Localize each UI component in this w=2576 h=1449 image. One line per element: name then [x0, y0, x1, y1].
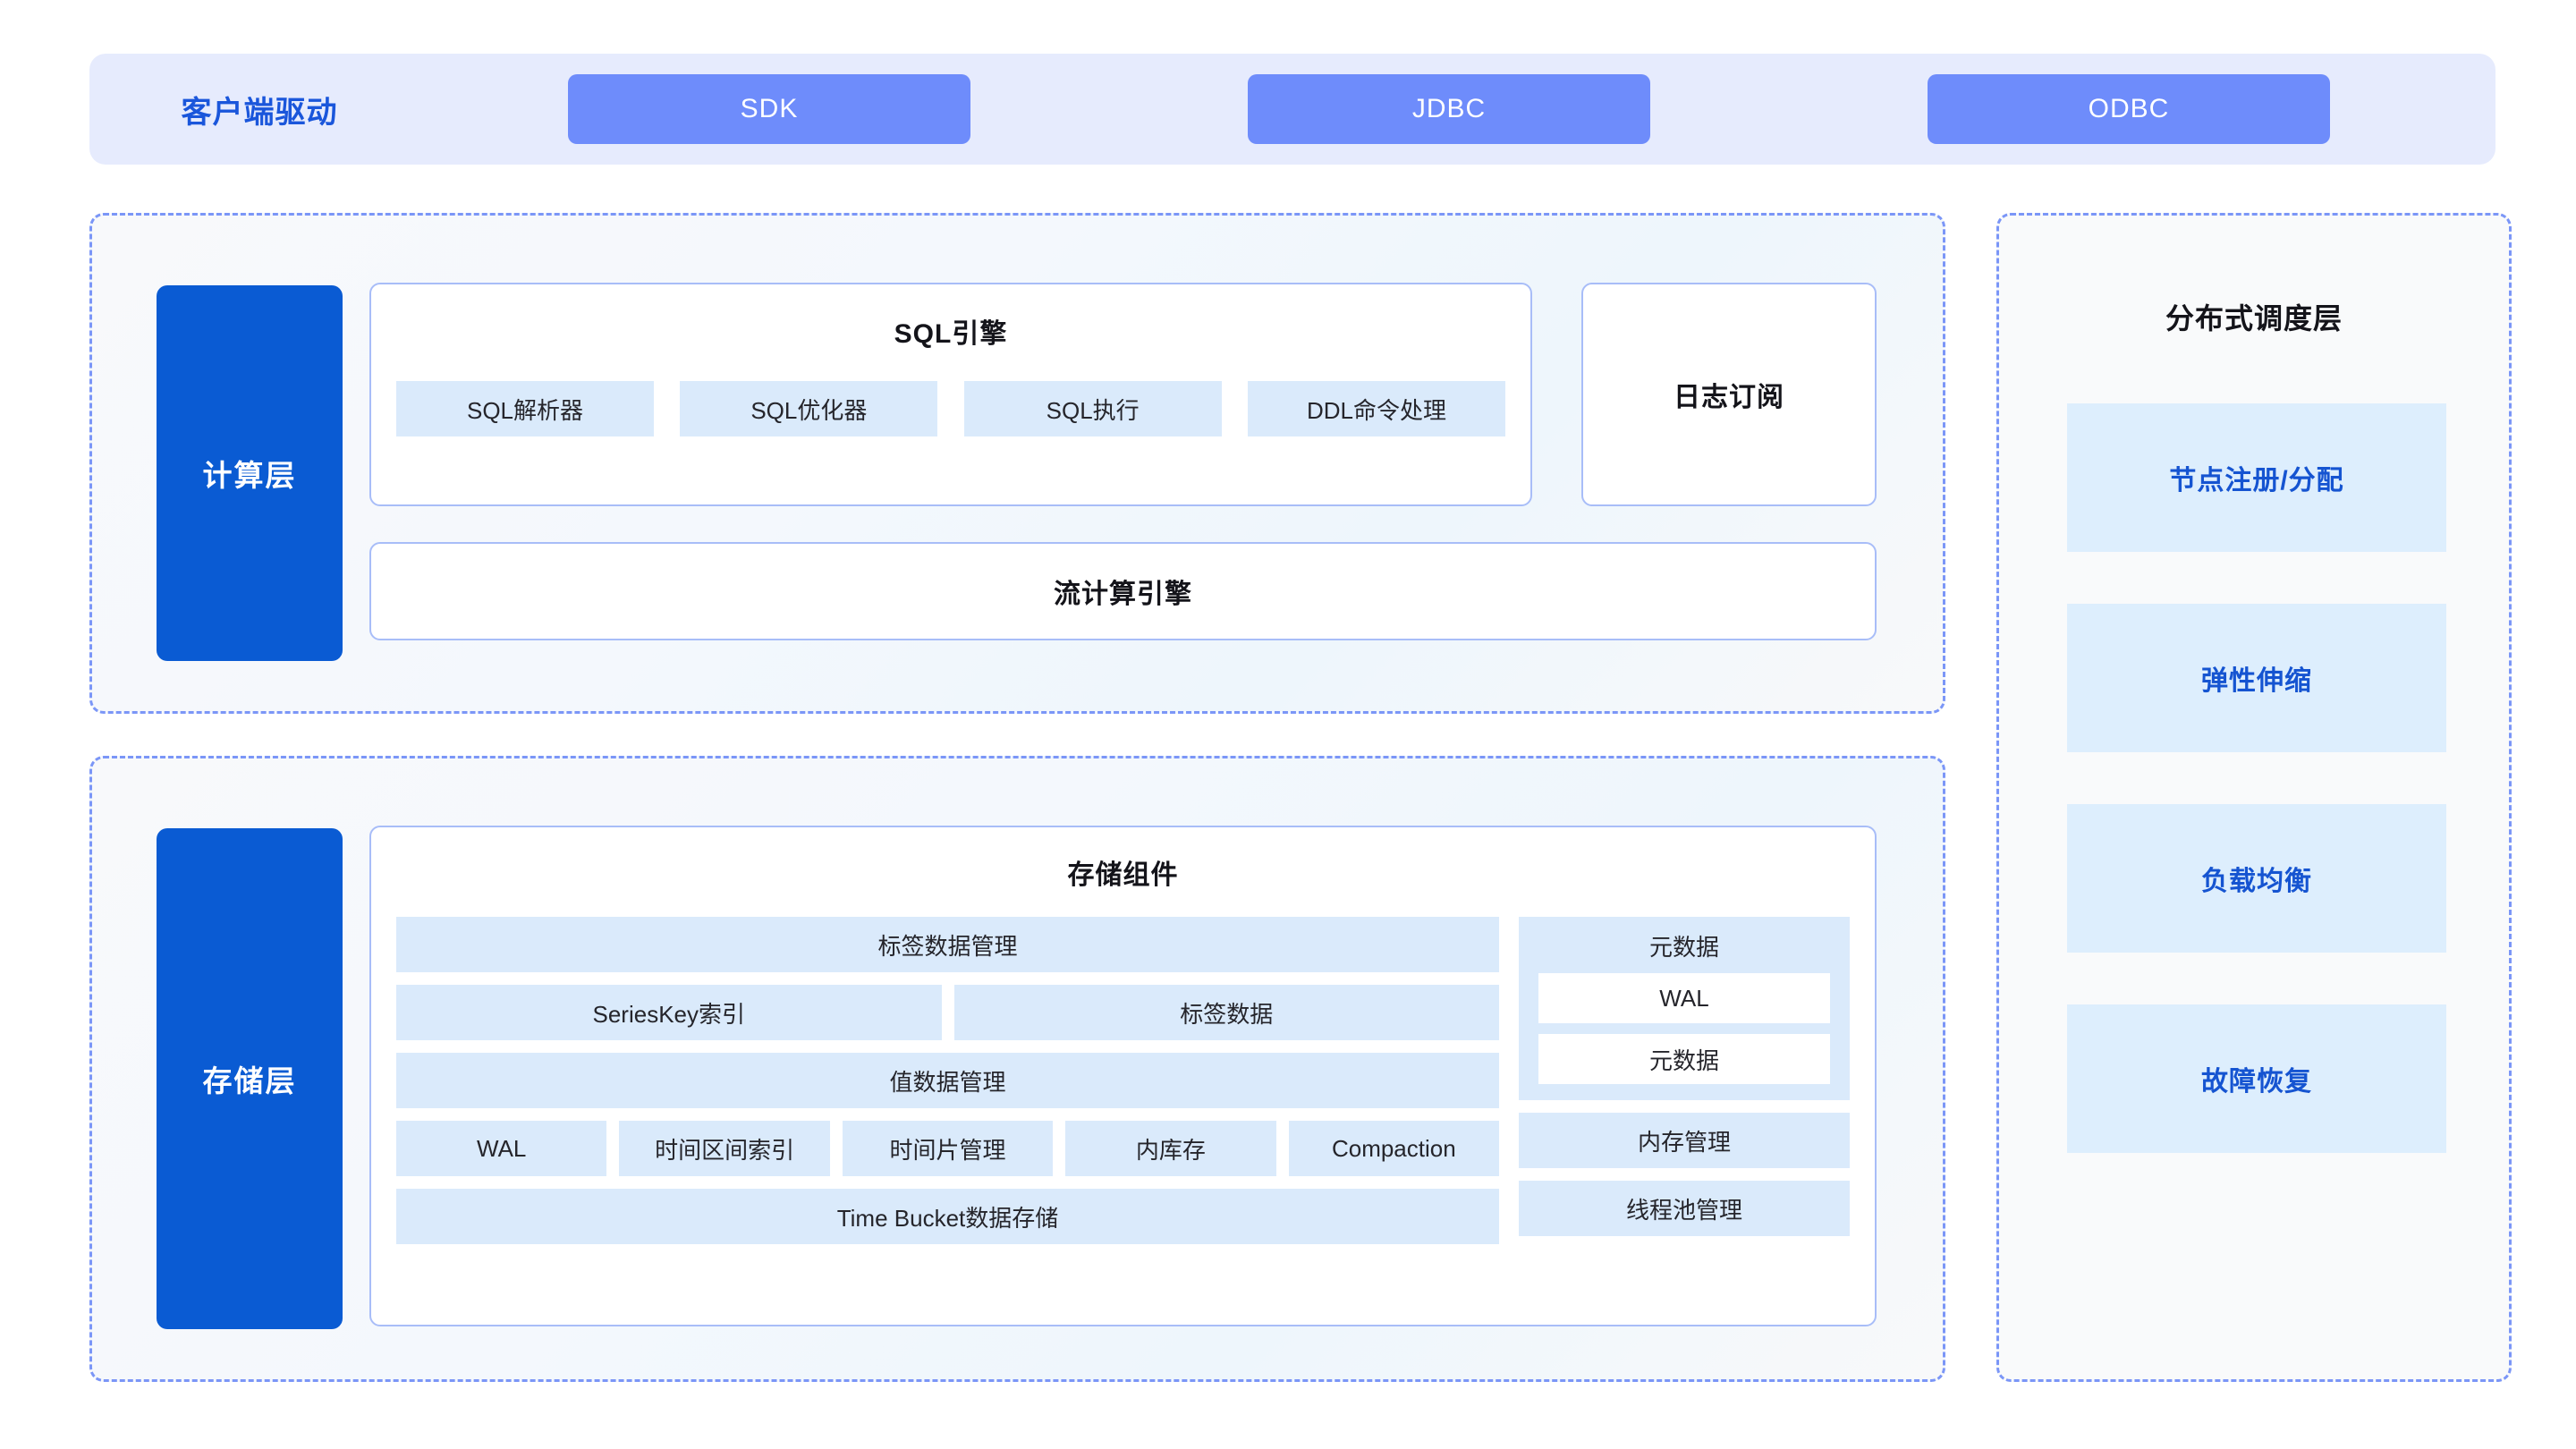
client-driver-title: 客户端驱动: [181, 95, 338, 130]
scheduler-layer-panel: 分布式调度层 节点注册/分配 弹性伸缩 负载均衡 故障恢复: [1996, 213, 2512, 1382]
sql-component-ddl-handler[interactable]: DDL命令处理: [1247, 381, 1505, 436]
tile-serieskey-index[interactable]: SeriesKey索引: [396, 985, 942, 1040]
tile-memory-management[interactable]: 内存管理: [1519, 1113, 1850, 1168]
storage-layer-panel: 存储层 存储组件 标签数据管理 SeriesKey索引 标签数据 值数据管理 W…: [89, 756, 1945, 1382]
driver-button-sdk[interactable]: SDK: [568, 74, 970, 144]
storage-engine-row: WAL 时间区间索引 时间片管理 内库存 Compaction: [396, 1121, 1500, 1176]
tile-time-slice-management[interactable]: 时间片管理: [842, 1121, 1054, 1176]
stream-compute-engine-title: 流计算引擎: [1054, 580, 1192, 609]
tile-in-memory-store[interactable]: 内库存: [1065, 1121, 1276, 1176]
storage-layer-tag: 存储层: [157, 828, 343, 1329]
metadata-item-metadata[interactable]: 元数据: [1538, 1034, 1830, 1084]
metadata-group: 元数据 WAL 元数据: [1519, 917, 1850, 1100]
scheduler-item-node-registration[interactable]: 节点注册/分配: [2067, 403, 2446, 552]
tile-compaction[interactable]: Compaction: [1288, 1121, 1500, 1176]
log-subscription-title: 日志订阅: [1674, 383, 1784, 412]
sql-component-parser[interactable]: SQL解析器: [396, 381, 654, 436]
sql-engine-card: SQL引擎 SQL解析器 SQL优化器 SQL执行 DDL命令处理: [369, 283, 1532, 506]
scheduler-item-load-balancing[interactable]: 负载均衡: [2067, 804, 2446, 953]
metadata-group-title: 元数据: [1648, 934, 1719, 961]
storage-component-card: 存储组件 标签数据管理 SeriesKey索引 标签数据 值数据管理 WAL 时…: [369, 826, 1877, 1326]
storage-right-column: 元数据 WAL 元数据 内存管理 线程池管理: [1519, 917, 1850, 1244]
scheduler-layer-title: 分布式调度层: [2165, 302, 2343, 335]
compute-layer-tag: 计算层: [157, 285, 343, 661]
driver-button-group: SDK JDBC ODBC: [429, 74, 2496, 144]
storage-component-title: 存储组件: [1067, 860, 1179, 890]
scheduler-item-elastic-scaling[interactable]: 弹性伸缩: [2067, 604, 2446, 752]
sql-component-executor[interactable]: SQL执行: [963, 381, 1222, 436]
storage-component-body: 标签数据管理 SeriesKey索引 标签数据 值数据管理 WAL 时间区间索引…: [371, 917, 1875, 1244]
sql-component-optimizer[interactable]: SQL优化器: [680, 381, 938, 436]
metadata-item-wal[interactable]: WAL: [1538, 973, 1830, 1023]
log-subscription-card: 日志订阅: [1581, 283, 1877, 506]
storage-left-column: 标签数据管理 SeriesKey索引 标签数据 值数据管理 WAL 时间区间索引…: [396, 917, 1500, 1244]
tile-value-data-management[interactable]: 值数据管理: [396, 1053, 1499, 1108]
stream-compute-engine-card: 流计算引擎: [369, 542, 1877, 640]
driver-button-jdbc[interactable]: JDBC: [1248, 74, 1650, 144]
storage-index-row: SeriesKey索引 标签数据: [396, 985, 1499, 1040]
tile-time-range-index[interactable]: 时间区间索引: [619, 1121, 830, 1176]
sql-engine-component-row: SQL解析器 SQL优化器 SQL执行 DDL命令处理: [371, 381, 1530, 436]
scheduler-item-list: 节点注册/分配 弹性伸缩 负载均衡 故障恢复: [2067, 403, 2446, 1153]
driver-button-odbc[interactable]: ODBC: [1928, 74, 2330, 144]
scheduler-item-fault-recovery[interactable]: 故障恢复: [2067, 1004, 2446, 1153]
client-driver-bar: 客户端驱动 SDK JDBC ODBC: [89, 54, 2496, 165]
tile-time-bucket-storage[interactable]: Time Bucket数据存储: [396, 1189, 1499, 1244]
tile-tag-data[interactable]: 标签数据: [953, 985, 1499, 1040]
compute-layer-panel: 计算层 SQL引擎 SQL解析器 SQL优化器 SQL执行 DDL命令处理 日志…: [89, 213, 1945, 714]
tile-tag-data-management[interactable]: 标签数据管理: [396, 917, 1499, 972]
tile-thread-pool-management[interactable]: 线程池管理: [1519, 1181, 1850, 1236]
sql-engine-title: SQL引擎: [894, 319, 1008, 349]
tile-wal[interactable]: WAL: [396, 1121, 607, 1176]
